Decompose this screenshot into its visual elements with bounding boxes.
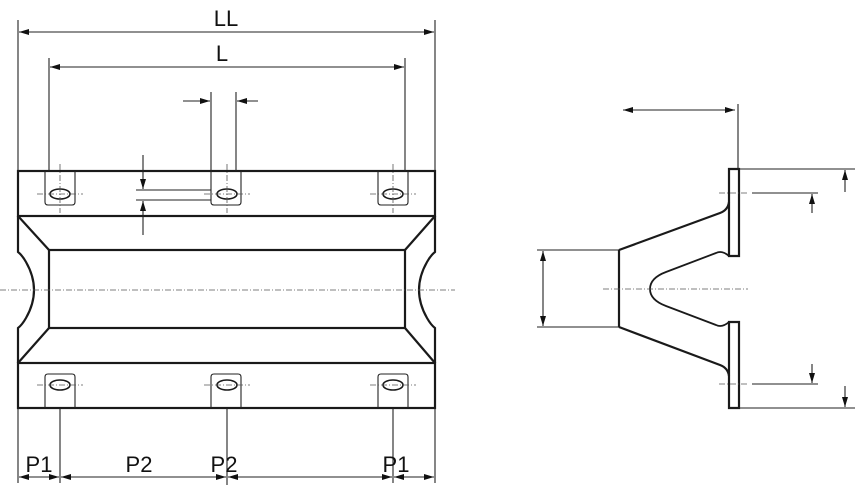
pitch-extension-lines xyxy=(17,408,436,485)
extension-lines xyxy=(17,20,436,171)
top-flange xyxy=(16,169,437,218)
side-view xyxy=(537,104,855,410)
dimension-label-p2: P2 xyxy=(211,452,238,477)
bottom-flange xyxy=(16,361,437,410)
plate-extension-lines xyxy=(739,168,855,409)
slot-width-extensions xyxy=(210,92,237,171)
bolt-tabs xyxy=(37,164,416,408)
slot-height-extensions xyxy=(136,189,211,201)
side-dimensions xyxy=(537,104,855,409)
dimension-label-p1: P1 xyxy=(383,452,410,477)
dimension-label-ll: LL xyxy=(214,6,238,31)
dimension-label-p1: P1 xyxy=(26,452,53,477)
left-profile xyxy=(16,216,36,363)
chamfer-edges xyxy=(17,215,436,364)
dimension-label-l: L xyxy=(216,41,228,66)
right-profile xyxy=(417,216,437,363)
top-mounting-plate xyxy=(727,167,741,258)
dimension-label-p2: P2 xyxy=(126,452,153,477)
bolt-tab xyxy=(377,373,409,408)
bolt-tab xyxy=(44,373,76,408)
bolt-tab xyxy=(210,171,242,206)
bottom-mounting-plate xyxy=(727,320,741,410)
upper-outer-edge xyxy=(618,201,731,252)
bolt-tab xyxy=(210,373,242,408)
slot-centerlines xyxy=(37,164,416,386)
face-extension-lines xyxy=(537,249,619,328)
front-view: LL L P1 P2 P2 P1 xyxy=(0,6,455,485)
body-face xyxy=(47,248,407,330)
front-dimensions: LL L P1 P2 P2 P1 xyxy=(17,6,436,485)
lower-outer-edge xyxy=(618,325,731,377)
hole-centerlines xyxy=(719,192,747,385)
